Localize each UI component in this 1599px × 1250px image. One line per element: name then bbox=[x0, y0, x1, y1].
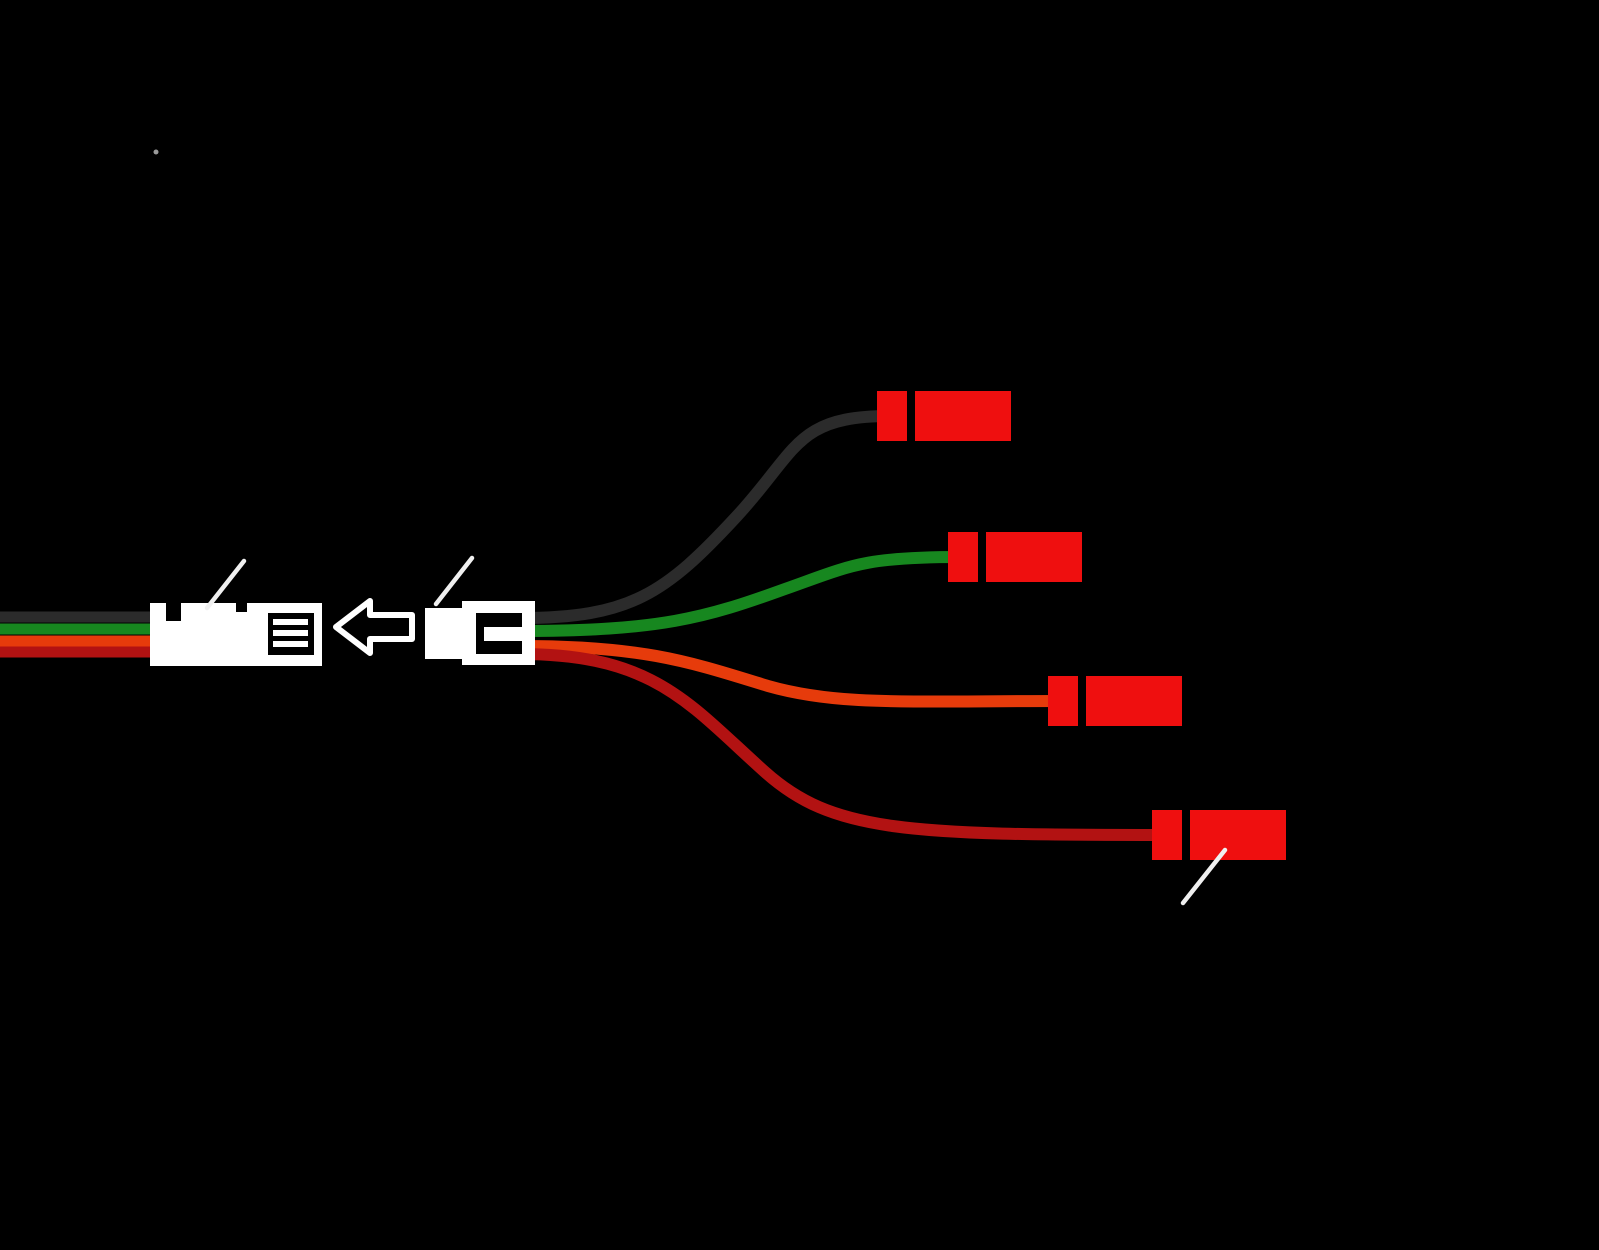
terminal-darkred-wire bbox=[1152, 810, 1286, 860]
male-housing-boot bbox=[425, 608, 466, 659]
terminal-black-wire bbox=[877, 391, 1011, 441]
speck-dot bbox=[153, 149, 159, 155]
terminal-green-crimp bbox=[948, 532, 978, 582]
female-pin-contact-1 bbox=[273, 619, 308, 625]
mating-direction-arrow-icon bbox=[333, 598, 415, 656]
terminal-green-wire bbox=[948, 532, 1082, 582]
female-pin-contact-2 bbox=[273, 630, 308, 636]
fanout-green-wire bbox=[514, 551, 966, 637]
male-housing-socket-slot bbox=[484, 627, 522, 641]
callout-lines bbox=[204, 555, 1228, 906]
terminal-orange-body bbox=[1086, 676, 1182, 726]
fanout-black-wire bbox=[514, 410, 896, 624]
terminal-orange-crimp bbox=[1048, 676, 1078, 726]
incoming-wire-bundle bbox=[0, 611, 172, 658]
connector-male-housing bbox=[425, 601, 535, 665]
terminal-black-crimp bbox=[877, 391, 907, 441]
callout-bottom-terminal-line bbox=[1180, 847, 1228, 906]
terminal-darkred-body bbox=[1190, 810, 1286, 860]
female-housing-mid-notch bbox=[236, 603, 247, 612]
connector-female-housing bbox=[150, 603, 322, 666]
female-pin-contact-3 bbox=[273, 641, 308, 647]
female-housing-latch-notch bbox=[166, 603, 181, 621]
terminal-orange-wire bbox=[1048, 676, 1182, 726]
callout-left-connector-line bbox=[204, 558, 247, 611]
terminal-black-body bbox=[915, 391, 1011, 441]
callout-right-connector-line bbox=[433, 555, 475, 607]
terminal-green-body bbox=[986, 532, 1082, 582]
fanout-darkred-wire bbox=[514, 648, 1171, 841]
terminal-darkred-crimp bbox=[1152, 810, 1182, 860]
fanout-orange-wire bbox=[514, 640, 1066, 708]
fanout-wire-bundle bbox=[514, 410, 1171, 841]
